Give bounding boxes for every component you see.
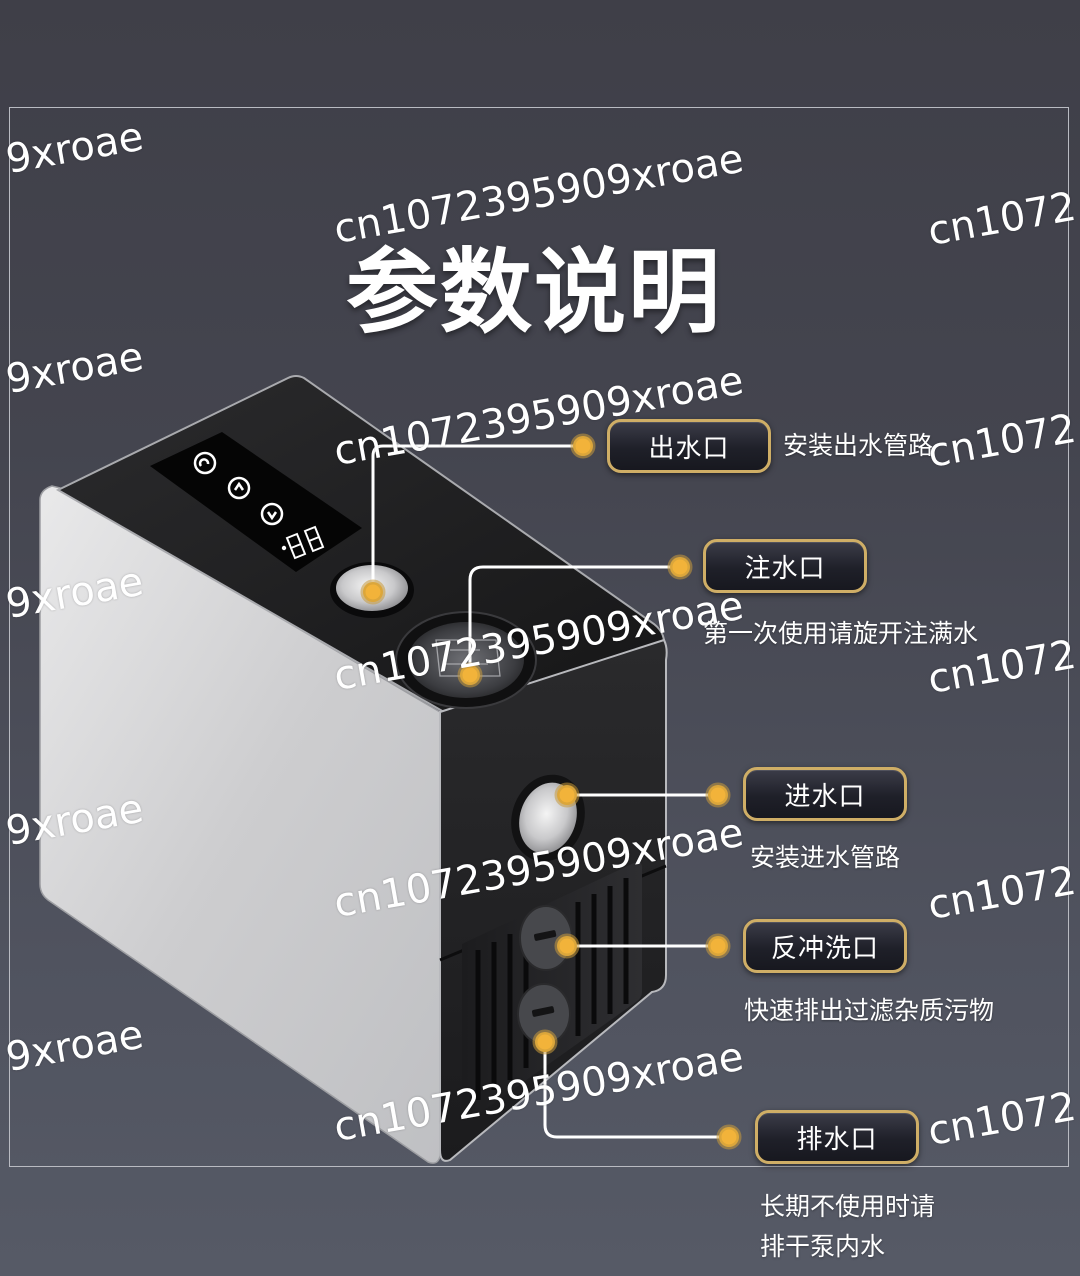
up-arrow-glyph — [233, 481, 245, 491]
power-icon[interactable] — [193, 451, 217, 475]
callout-label-outlet: 出水口 — [607, 419, 771, 473]
callout-dot-drain — [716, 1124, 742, 1150]
port-dot-filler — [457, 662, 483, 688]
up-arrow-icon[interactable] — [227, 476, 251, 500]
callout-desc-filler: 第一次使用请旋开注满水 — [703, 619, 979, 648]
segment-display — [281, 525, 325, 560]
callout-dot-filler — [667, 554, 693, 580]
power-icon-glyph — [198, 458, 210, 467]
callout-label-inlet: 进水口 — [743, 767, 907, 821]
callout-desc-inlet: 安装进水管路 — [750, 843, 901, 872]
port-dot-inlet — [554, 782, 580, 808]
filler-cap — [408, 622, 524, 698]
side-panel — [39, 485, 441, 1164]
page-title: 参数说明 — [346, 239, 723, 346]
callout-label-drain: 排水口 — [755, 1110, 919, 1164]
callout-label-backwash: 反冲洗口 — [743, 919, 907, 973]
port-dot-outlet — [360, 579, 386, 605]
down-arrow-icon[interactable] — [260, 502, 284, 526]
callout-dot-backwash — [705, 933, 731, 959]
callout-dot-inlet — [705, 782, 731, 808]
port-dot-drain — [532, 1029, 558, 1055]
down-arrow-glyph — [266, 511, 278, 521]
callout-desc-outlet: 安装出水管路 — [783, 431, 934, 460]
control-panel — [150, 432, 362, 572]
port-dot-backwash — [554, 933, 580, 959]
callout-dot-outlet — [570, 433, 596, 459]
callout-desc-backwash: 快速排出过滤杂质污物 — [744, 996, 995, 1025]
leader-lines — [371, 444, 728, 1139]
callout-desc-drain-line1: 长期不使用时请 — [760, 1192, 936, 1221]
content-frame — [9, 107, 1069, 1167]
callout-label-filler: 注水口 — [703, 539, 867, 593]
callout-desc-drain-line2: 排干泵内水 — [760, 1232, 886, 1261]
